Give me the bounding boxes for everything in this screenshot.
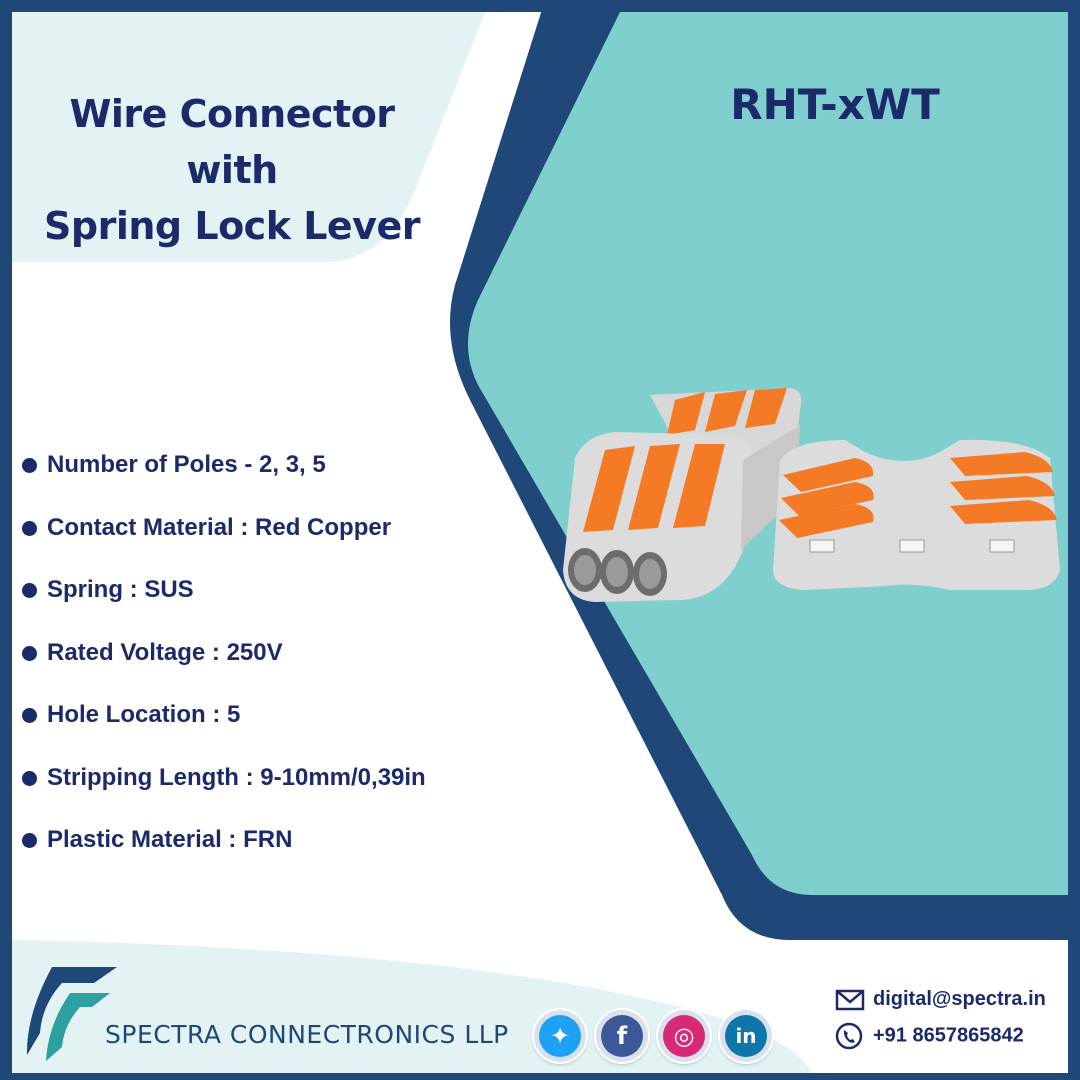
frame-bottom — [0, 1073, 1080, 1080]
spec-item: Contact Material : Red Copper — [22, 508, 426, 571]
frame-right — [1068, 0, 1080, 1080]
connector-3-pole-double — [773, 439, 1060, 590]
twitter-icon: ✦ — [539, 1015, 581, 1057]
bullet-icon — [22, 520, 37, 536]
facebook-link[interactable]: f — [596, 1010, 648, 1062]
spec-text: Plastic Material : FRN — [47, 826, 293, 853]
spec-item: Hole Location : 5 — [22, 695, 426, 758]
envelope-icon — [835, 989, 865, 1010]
frame-left — [0, 0, 12, 1080]
spec-text: Rated Voltage : 250V — [47, 638, 283, 666]
bullet-icon — [22, 583, 37, 598]
spec-text: Number of Poles - 2, 3, 5 — [47, 451, 326, 478]
linkedin-link[interactable]: in — [720, 1010, 772, 1062]
twitter-link[interactable]: ✦ — [534, 1010, 586, 1062]
email-contact[interactable]: digital@spectra.in — [835, 988, 1046, 1011]
frame-top — [0, 0, 1080, 12]
spec-text: Spring : SUS — [47, 576, 194, 603]
product-image — [563, 388, 1060, 602]
title-line-1: Wire Connector with — [69, 92, 395, 192]
model-number: RHT-xWT — [730, 80, 940, 129]
spec-item: Stripping Length : 9-10mm/0,39in — [22, 758, 426, 821]
spec-item: Number of Poles - 2, 3, 5 — [22, 445, 426, 508]
spec-list: Number of Poles - 2, 3, 5 Contact Materi… — [22, 445, 426, 883]
page-title: Wire Connector with Spring Lock Lever — [22, 86, 442, 254]
phone-icon — [835, 1022, 863, 1050]
spectra-logo-icon — [26, 967, 117, 1061]
spec-text: Hole Location : 5 — [47, 701, 241, 728]
title-line-2: Spring Lock Lever — [44, 204, 420, 248]
company-name: SPECTRA CONNECTRONICS LLP — [105, 1020, 509, 1049]
bullet-icon — [22, 458, 37, 473]
spec-item: Rated Voltage : 250V — [22, 633, 426, 696]
spec-text: Stripping Length : 9-10mm/0,39in — [47, 763, 426, 791]
headline-panel — [0, 0, 490, 262]
connector-3-pole — [563, 388, 802, 602]
linkedin-icon: in — [725, 1015, 767, 1057]
phone-contact[interactable]: +91 8657865842 — [835, 1022, 1024, 1050]
phone-text: +91 8657865842 — [873, 1024, 1024, 1047]
email-text: digital@spectra.in — [873, 988, 1046, 1011]
bullet-icon — [22, 708, 37, 723]
bullet-icon — [22, 645, 37, 661]
instagram-icon: ◎ — [663, 1015, 705, 1057]
bullet-icon — [22, 770, 37, 786]
instagram-link[interactable]: ◎ — [658, 1010, 710, 1062]
bullet-icon — [22, 833, 37, 848]
spec-item: Spring : SUS — [22, 570, 426, 633]
spec-item: Plastic Material : FRN — [22, 820, 426, 883]
facebook-icon: f — [601, 1015, 643, 1057]
spec-text: Contact Material : Red Copper — [47, 513, 392, 541]
